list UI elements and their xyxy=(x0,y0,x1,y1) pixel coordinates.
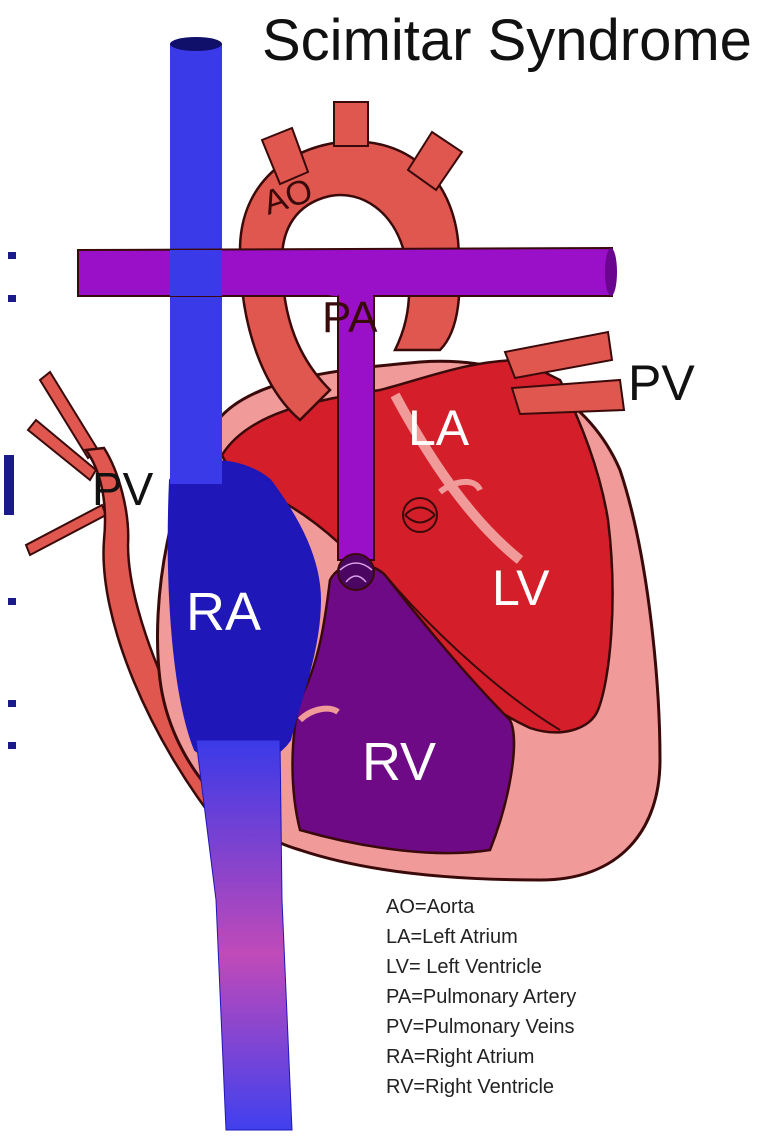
legend-item: PA=Pulmonary Artery xyxy=(386,982,746,1012)
inferior-vena-cava xyxy=(196,740,292,1130)
label-pv-right: PV xyxy=(628,355,695,411)
legend-item: AO=Aorta xyxy=(386,892,746,922)
label-rv: RV xyxy=(362,732,436,792)
label-lv: LV xyxy=(492,560,550,616)
legend: AO=Aorta LA=Left Atrium LV= Left Ventric… xyxy=(386,892,746,1102)
mitral-valve xyxy=(403,498,437,532)
label-la: LA xyxy=(408,400,470,456)
left-pulmonary-veins xyxy=(505,332,624,414)
pulmonary-valve xyxy=(338,554,374,590)
label-pv-left: PV xyxy=(92,463,154,515)
label-ra: RA xyxy=(186,582,261,642)
label-pa: PA xyxy=(322,293,378,342)
legend-item: LV= Left Ventricle xyxy=(386,952,746,982)
legend-item: RV=Right Ventricle xyxy=(386,1072,746,1102)
legend-item: RA=Right Atrium xyxy=(386,1042,746,1072)
legend-item: LA=Left Atrium xyxy=(386,922,746,952)
legend-item: PV=Pulmonary Veins xyxy=(386,1012,746,1042)
svc-crossing xyxy=(170,250,222,296)
